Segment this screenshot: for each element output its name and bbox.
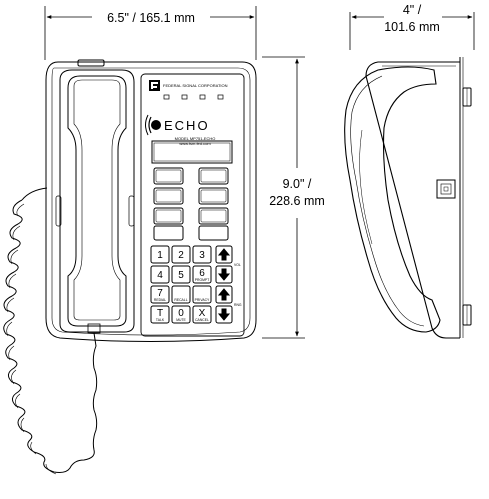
handset [67, 75, 127, 327]
program-key-3[interactable] [153, 187, 184, 205]
product-name: ECHO [164, 118, 210, 133]
lcd-display [151, 140, 233, 164]
keypad-key[interactable] [171, 265, 191, 284]
keypad-key-sublabel: PROMPT [195, 278, 210, 282]
keypad-key[interactable] [192, 245, 212, 264]
keypad-key-label: 3 [199, 250, 205, 261]
depth-label-line2: 101.6 mm [384, 20, 440, 34]
indicator-led-1 [163, 94, 170, 100]
program-key-1[interactable] [153, 167, 184, 185]
depth-label-line1: 4" / [403, 3, 422, 17]
keypad-key-label: 7 [157, 288, 163, 299]
program-key-4[interactable] [198, 187, 229, 205]
coiled-cord [3, 187, 98, 475]
keypad-key-label: T [157, 308, 163, 319]
keypad-key-label: 6 [199, 268, 205, 279]
program-key-7[interactable] [153, 225, 184, 241]
side-view [344, 57, 472, 339]
keypad-key-sublabel: REDIAL [154, 298, 166, 302]
keypad-key-label: X [199, 308, 206, 319]
housing-profile [365, 61, 460, 339]
handset-cradle [59, 69, 135, 333]
keypad-key-label: 4 [157, 270, 163, 281]
width-label: 6.5" / 165.1 mm [107, 11, 195, 25]
top-latch [77, 59, 105, 67]
keypad-key-sublabel: TALK [156, 318, 165, 322]
volume-up-key[interactable] [215, 245, 233, 264]
program-key-5[interactable] [153, 207, 184, 225]
keypad-key-label: 5 [178, 270, 184, 281]
volume-down-key[interactable] [215, 265, 233, 284]
phone-body [45, 61, 257, 342]
keypad-key-sublabel: RECALL [174, 298, 187, 302]
keypad-key-label: 1 [157, 250, 163, 261]
width-dimension: 6.5" / 165.1 mm [44, 6, 257, 60]
keypad-key[interactable] [150, 245, 170, 264]
height-label-line2: 228.6 mm [269, 194, 325, 208]
faceplate: FEDERAL SIGNAL CORPORATION ECHO MODEL MP… [140, 73, 245, 337]
program-key-2[interactable] [198, 167, 229, 185]
height-label-line1: 9.0" / [283, 177, 312, 191]
arrow-keys: VOL RNG [215, 245, 242, 324]
ring-up-key[interactable] [215, 285, 233, 304]
keypad-key-sublabel: PRIVACY [195, 298, 210, 302]
keypad-key[interactable] [192, 305, 212, 324]
model-text: MODEL MP751-ECHO [175, 136, 216, 141]
keypad-key[interactable] [171, 285, 191, 304]
indicator-led-2 [181, 94, 188, 100]
keypad-key[interactable] [171, 245, 191, 264]
website-text: www.fsm.fed.com [179, 141, 211, 146]
rng-label: RNG [234, 303, 242, 307]
keypad-key-sublabel: CANCEL [195, 318, 209, 322]
federal-signal-logo [149, 80, 160, 91]
programmable-keys [153, 167, 229, 241]
keypad-key[interactable] [192, 285, 212, 304]
vol-label: VOL [234, 263, 241, 267]
keypad-key-label: 2 [178, 250, 184, 261]
front-view [45, 59, 257, 342]
ring-down-key[interactable] [215, 305, 233, 324]
keypad-key-label: 0 [178, 308, 184, 319]
keypad-key[interactable] [150, 265, 170, 284]
arrow-up-icon [217, 248, 231, 261]
brand-text: FEDERAL SIGNAL CORPORATION [163, 83, 228, 88]
handset-profile [344, 66, 441, 333]
height-dimension: 9.0" / 228.6 mm [262, 56, 325, 339]
arrow-up-icon [217, 288, 231, 301]
indicator-led-4 [217, 94, 224, 100]
keypad-key[interactable] [192, 265, 212, 284]
arrow-down-icon [217, 268, 231, 281]
keypad-key[interactable] [150, 285, 170, 304]
echo-logo-icon [145, 114, 161, 136]
program-key-6[interactable] [198, 207, 229, 225]
keypad-key[interactable] [150, 305, 170, 324]
indicator-led-3 [199, 94, 206, 100]
keypad-key-sublabel: MUTE [176, 318, 186, 322]
phone-jack-port [436, 179, 456, 199]
program-key-8[interactable] [198, 225, 229, 241]
keypad-key[interactable] [171, 305, 191, 324]
arrow-down-icon [217, 308, 231, 321]
depth-dimension: 4" / 101.6 mm [349, 3, 475, 50]
